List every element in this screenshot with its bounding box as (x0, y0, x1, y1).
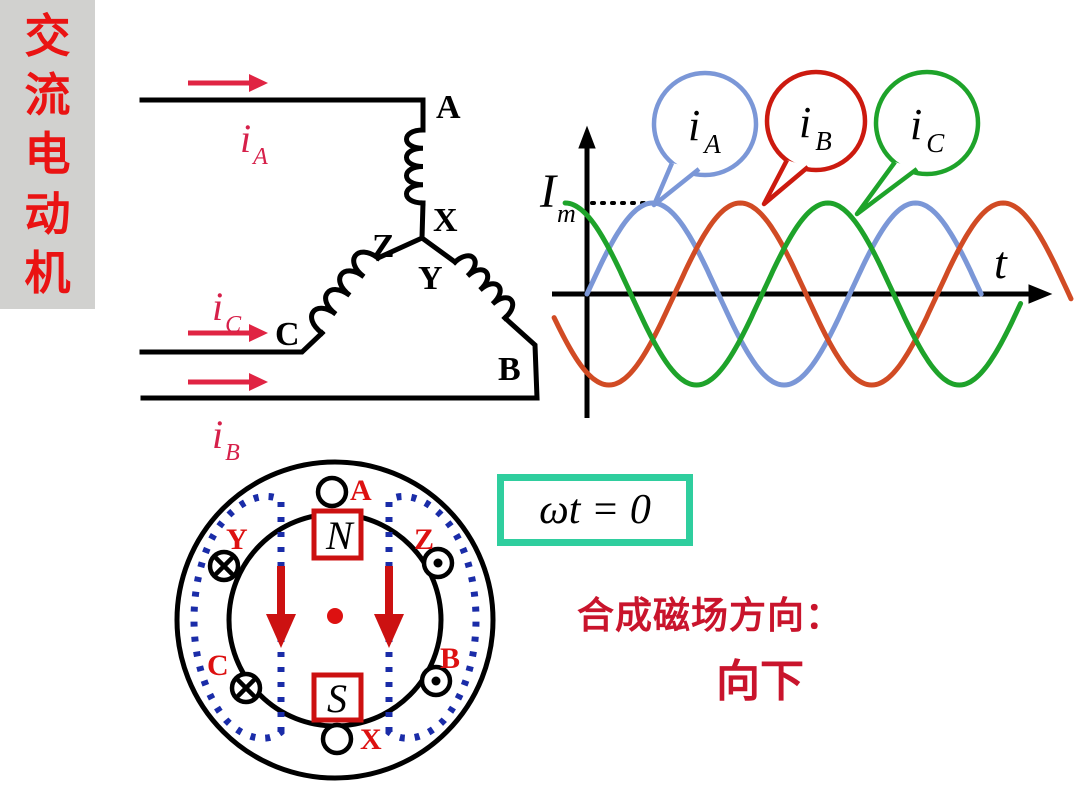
phase-b-lead-wire (140, 314, 540, 401)
terminal-labels: A X Z Y C B (275, 89, 521, 388)
current-arrows (188, 74, 268, 391)
slot-label-z: Z (414, 523, 434, 556)
terminal-y: Y (418, 260, 443, 297)
slot-label-y: Y (226, 523, 248, 556)
wave-i_B (551, 200, 1074, 388)
phase-a-coil (404, 127, 426, 206)
current-out-dot (431, 676, 441, 686)
pole-s: S (311, 672, 364, 723)
rotor-center-dot (327, 608, 343, 624)
current-arrow-ia (188, 74, 268, 92)
title-char: 动 (24, 187, 71, 240)
pole-s-letter: S (327, 676, 347, 721)
stator-outer-circle (174, 459, 496, 781)
star-winding-circuit (139, 97, 540, 401)
terminal-c: C (275, 316, 300, 353)
slot-c (229, 671, 263, 705)
label-ia: iA (240, 116, 268, 170)
label-im: Im (539, 165, 576, 228)
terminal-b: B (498, 351, 521, 388)
phase-c-lead-wire (139, 329, 326, 355)
slot-label-x: X (360, 723, 382, 756)
y-axis-arrowhead (578, 125, 596, 149)
title-char: 电 (24, 128, 71, 181)
field-direction-caption: 合成磁场方向： 向下 (555, 585, 865, 709)
star-point-links (374, 200, 459, 266)
slot-label-b: B (440, 642, 460, 675)
title-char: 机 (24, 247, 71, 300)
pole-n-letter: N (325, 513, 355, 558)
terminal-x: X (433, 202, 458, 239)
field-arrow-left (266, 566, 296, 648)
slot-conductors (207, 475, 455, 756)
caption-line2: 向下 (716, 657, 804, 706)
label-ib: iB (212, 412, 240, 466)
title-char: 流 (24, 69, 71, 122)
title-char: 交 (24, 9, 71, 62)
field-arrows (266, 566, 404, 648)
x-axis-arrowhead (1028, 284, 1053, 304)
current-in-cross (212, 554, 236, 578)
pole-n: N (311, 508, 364, 561)
current-arrow-ic (188, 324, 268, 342)
terminal-z: Z (372, 228, 395, 265)
omega-t-box: ωt = 0 (497, 474, 693, 546)
lesson-title-sidebar: 交 流 电 动 机 (0, 0, 95, 309)
slot-b (419, 664, 453, 698)
label-ic: iC (212, 284, 242, 338)
slot-label-a: A (350, 474, 372, 507)
slot-z (421, 546, 455, 580)
current-in-cross (234, 676, 258, 700)
field-arrow-right (374, 566, 404, 648)
slot-x (320, 722, 354, 756)
phase-b-coil (451, 253, 516, 322)
current-labels: iA iC iB (212, 116, 268, 466)
label-t: t (994, 237, 1008, 288)
slot-labels: A Z B X C Y (207, 474, 460, 756)
slot-y (207, 549, 241, 583)
slot-a (315, 475, 349, 509)
current-out-dot (433, 558, 443, 568)
terminal-a: A (436, 89, 461, 126)
caption-line1: 合成磁场方向： (577, 595, 843, 636)
current-arrow-ib (188, 373, 268, 391)
motor-cross-section: N S (174, 459, 496, 781)
phase-a-lead-wire (139, 97, 426, 133)
slot-label-c: C (207, 649, 229, 682)
phase-c-coil (309, 249, 382, 337)
wave-i_C (562, 200, 1024, 388)
